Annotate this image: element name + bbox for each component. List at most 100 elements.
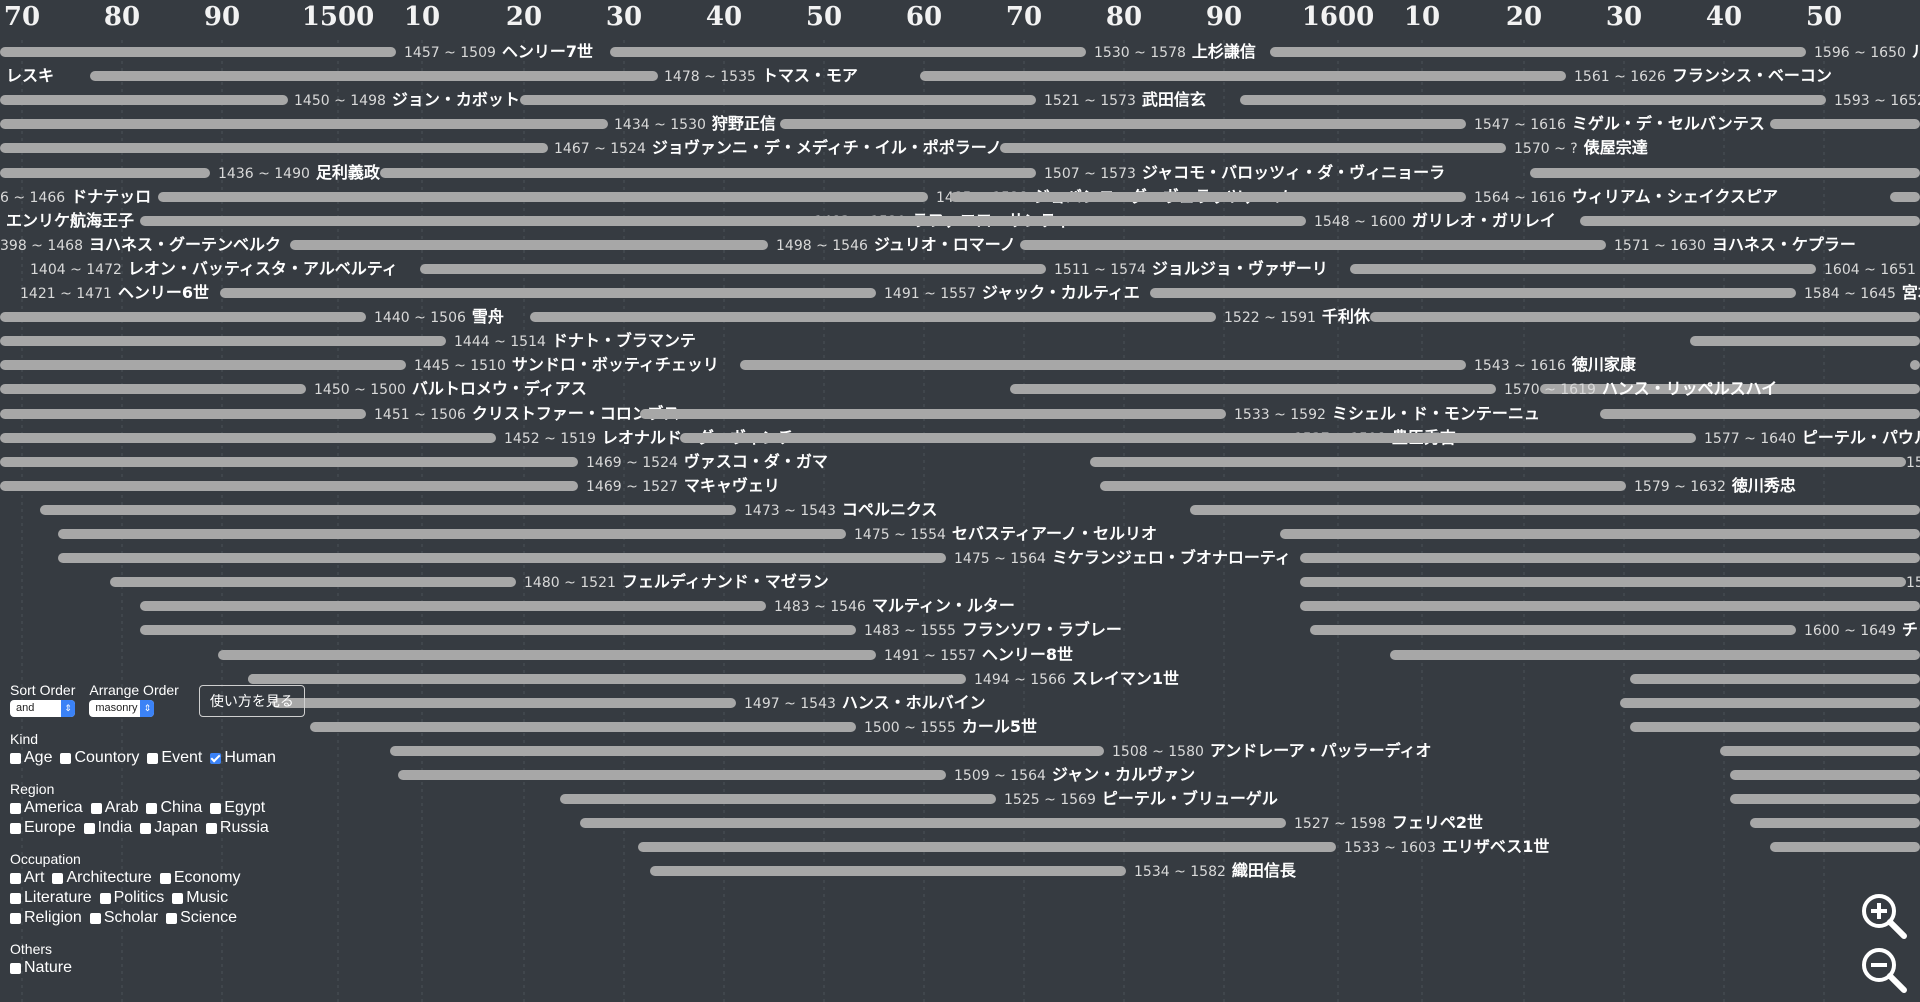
filter-checkbox-countory[interactable]: Countory: [60, 749, 139, 767]
event-bar[interactable]: [1630, 673, 1920, 684]
event-bar[interactable]: [58, 553, 946, 564]
event-bar[interactable]: [420, 263, 1046, 274]
event-bar[interactable]: [1750, 818, 1920, 829]
checkbox[interactable]: [89, 912, 101, 924]
timeline-event[interactable]: 1570 ~ ?俵屋宗達: [0, 138, 1920, 158]
event-bar[interactable]: [1020, 239, 1606, 250]
event-bar[interactable]: [1890, 191, 1920, 202]
filter-checkbox-russia[interactable]: Russia: [205, 819, 269, 837]
checkbox[interactable]: [140, 822, 152, 834]
event-bar[interactable]: [1370, 312, 1920, 323]
event-bar[interactable]: [0, 408, 366, 419]
event-bar[interactable]: [1390, 649, 1920, 660]
filter-checkbox-scholar[interactable]: Scholar: [89, 909, 158, 927]
event-bar[interactable]: [1620, 697, 1920, 708]
timeline-event[interactable]: 1600 ~ 1649チャ: [0, 620, 1920, 640]
event-bar[interactable]: [0, 384, 306, 395]
event-bar[interactable]: [220, 288, 876, 298]
event-bar[interactable]: [218, 649, 876, 660]
event-bar[interactable]: [580, 818, 1286, 829]
event-bar[interactable]: [40, 504, 736, 515]
event-bar[interactable]: [0, 360, 406, 371]
event-bar[interactable]: [1300, 577, 1906, 588]
event-bar[interactable]: [140, 215, 806, 226]
event-bar[interactable]: [650, 866, 1126, 877]
event-bar[interactable]: [1600, 408, 1920, 419]
timeline-event[interactable]: 159: [0, 572, 1920, 592]
filter-checkbox-egypt[interactable]: Egypt: [210, 799, 265, 817]
event-bar[interactable]: [0, 480, 578, 491]
event-bar[interactable]: [1310, 625, 1796, 636]
checkbox[interactable]: [205, 822, 217, 834]
filter-checkbox-art[interactable]: Art: [10, 869, 44, 887]
event-bar[interactable]: [398, 770, 946, 780]
checkbox[interactable]: [10, 752, 21, 764]
event-bar[interactable]: [1150, 288, 1796, 298]
timeline-event[interactable]: 1578: [0, 452, 1920, 472]
event-bar[interactable]: [0, 95, 288, 106]
event-bar[interactable]: [1540, 384, 1920, 395]
checkbox[interactable]: [99, 892, 111, 904]
event-bar[interactable]: [1240, 95, 1826, 106]
event-bar[interactable]: [790, 215, 1306, 226]
event-bar[interactable]: [1190, 504, 1920, 515]
checkbox[interactable]: [83, 822, 95, 834]
event-bar[interactable]: [1530, 167, 1920, 178]
checkbox[interactable]: [146, 802, 158, 814]
filter-checkbox-china[interactable]: China: [146, 799, 202, 817]
event-bar[interactable]: [680, 432, 1286, 443]
event-bar[interactable]: [520, 95, 1036, 106]
checkbox[interactable]: [90, 802, 102, 814]
filter-checkbox-science[interactable]: Science: [166, 909, 237, 927]
event-bar[interactable]: [1280, 529, 1920, 539]
checkbox[interactable]: [10, 872, 21, 884]
filter-checkbox-america[interactable]: America: [10, 799, 83, 817]
event-bar[interactable]: [272, 697, 736, 708]
event-bar[interactable]: [1100, 480, 1626, 491]
event-bar[interactable]: [1730, 770, 1920, 780]
timeline-event[interactable]: レスキ: [0, 66, 1920, 86]
event-bar[interactable]: [780, 119, 1466, 130]
timeline-event[interactable]: 1584 ~ 1645宮本武蔵: [0, 283, 1920, 303]
event-bar[interactable]: [140, 601, 766, 612]
zoom-in-icon[interactable]: [1858, 890, 1910, 942]
event-bar[interactable]: [640, 408, 1226, 419]
checkbox[interactable]: [210, 752, 222, 764]
filter-checkbox-religion[interactable]: Religion: [10, 909, 82, 927]
event-bar[interactable]: [560, 794, 996, 805]
filter-checkbox-europe[interactable]: Europe: [10, 819, 76, 837]
event-bar[interactable]: [610, 47, 1086, 57]
event-bar[interactable]: [390, 745, 1104, 756]
event-bar[interactable]: [1770, 119, 1920, 130]
